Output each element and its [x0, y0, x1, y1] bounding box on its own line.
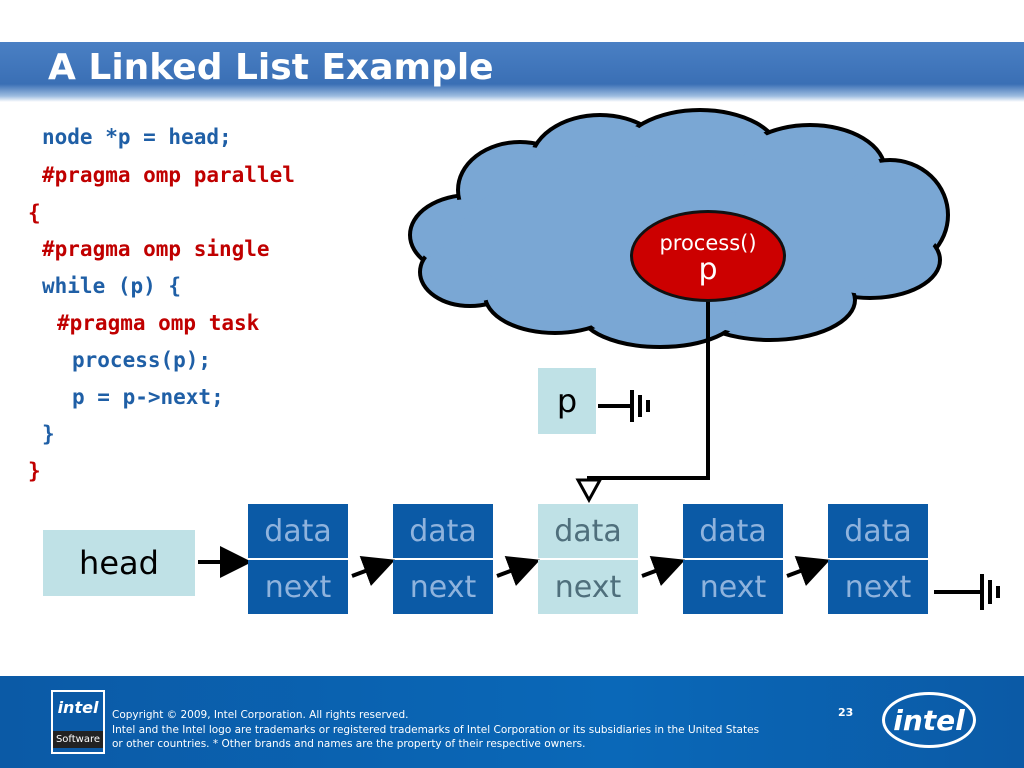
node-5-next: next [828, 560, 928, 614]
link-arrow-3 [641, 556, 686, 587]
code-line-1: node *p = head; [42, 125, 232, 149]
code-line-5: while (p) { [42, 274, 182, 298]
link-arrow-1 [351, 556, 396, 587]
task-text: process() [659, 231, 757, 255]
pointer-p-box: p [538, 368, 596, 434]
list-null-terminator [934, 574, 1000, 610]
trademark-line: Intel and the Intel logo are trademarks … [112, 723, 760, 736]
code-line-4: #pragma omp single [42, 237, 270, 261]
node-5-data: data [828, 504, 928, 558]
node-3-next: next [538, 560, 638, 614]
node-2-next: next [393, 560, 493, 614]
code-line-10: } [28, 459, 41, 483]
node-2-data: data [393, 504, 493, 558]
node-4-data: data [683, 504, 783, 558]
node-1-data: data [248, 504, 348, 558]
code-line-6: #pragma omp task [57, 311, 260, 335]
p-null-terminator [598, 390, 650, 422]
link-arrow-4 [786, 556, 831, 587]
task-oval: process() p [630, 210, 786, 302]
footer-legal-text: Copyright © 2009, Intel Corporation. All… [112, 708, 759, 752]
code-line-3: { [28, 201, 41, 225]
page-number: 23 [838, 706, 854, 719]
code-line-8: p = p->next; [72, 385, 224, 409]
node-1-next: next [248, 560, 348, 614]
node-4-next: next [683, 560, 783, 614]
intel-software-logo: intel Software [51, 690, 105, 754]
footer: intel Software Copyright © 2009, Intel C… [0, 676, 1024, 768]
intel-software-logo-top: intel [57, 698, 99, 717]
head-box: head [43, 530, 195, 596]
code-line-2: #pragma omp parallel [42, 163, 295, 187]
title-bar: A Linked List Example [0, 42, 1024, 102]
slide-title: A Linked List Example [48, 47, 494, 88]
copyright-line: Copyright © 2009, Intel Corporation. All… [112, 709, 409, 721]
node-3-data: data [538, 504, 638, 558]
intel-software-logo-bottom: Software [53, 731, 103, 748]
link-arrow-2 [496, 556, 541, 587]
code-line-7: process(p); [72, 348, 212, 372]
task-pointer-arrowhead [575, 478, 603, 504]
task-pointer-label: p [698, 252, 718, 287]
trademark-line-2: or other countries. * Other brands and n… [112, 738, 586, 750]
intel-logo: intel [882, 692, 976, 748]
code-line-9: } [42, 422, 55, 446]
